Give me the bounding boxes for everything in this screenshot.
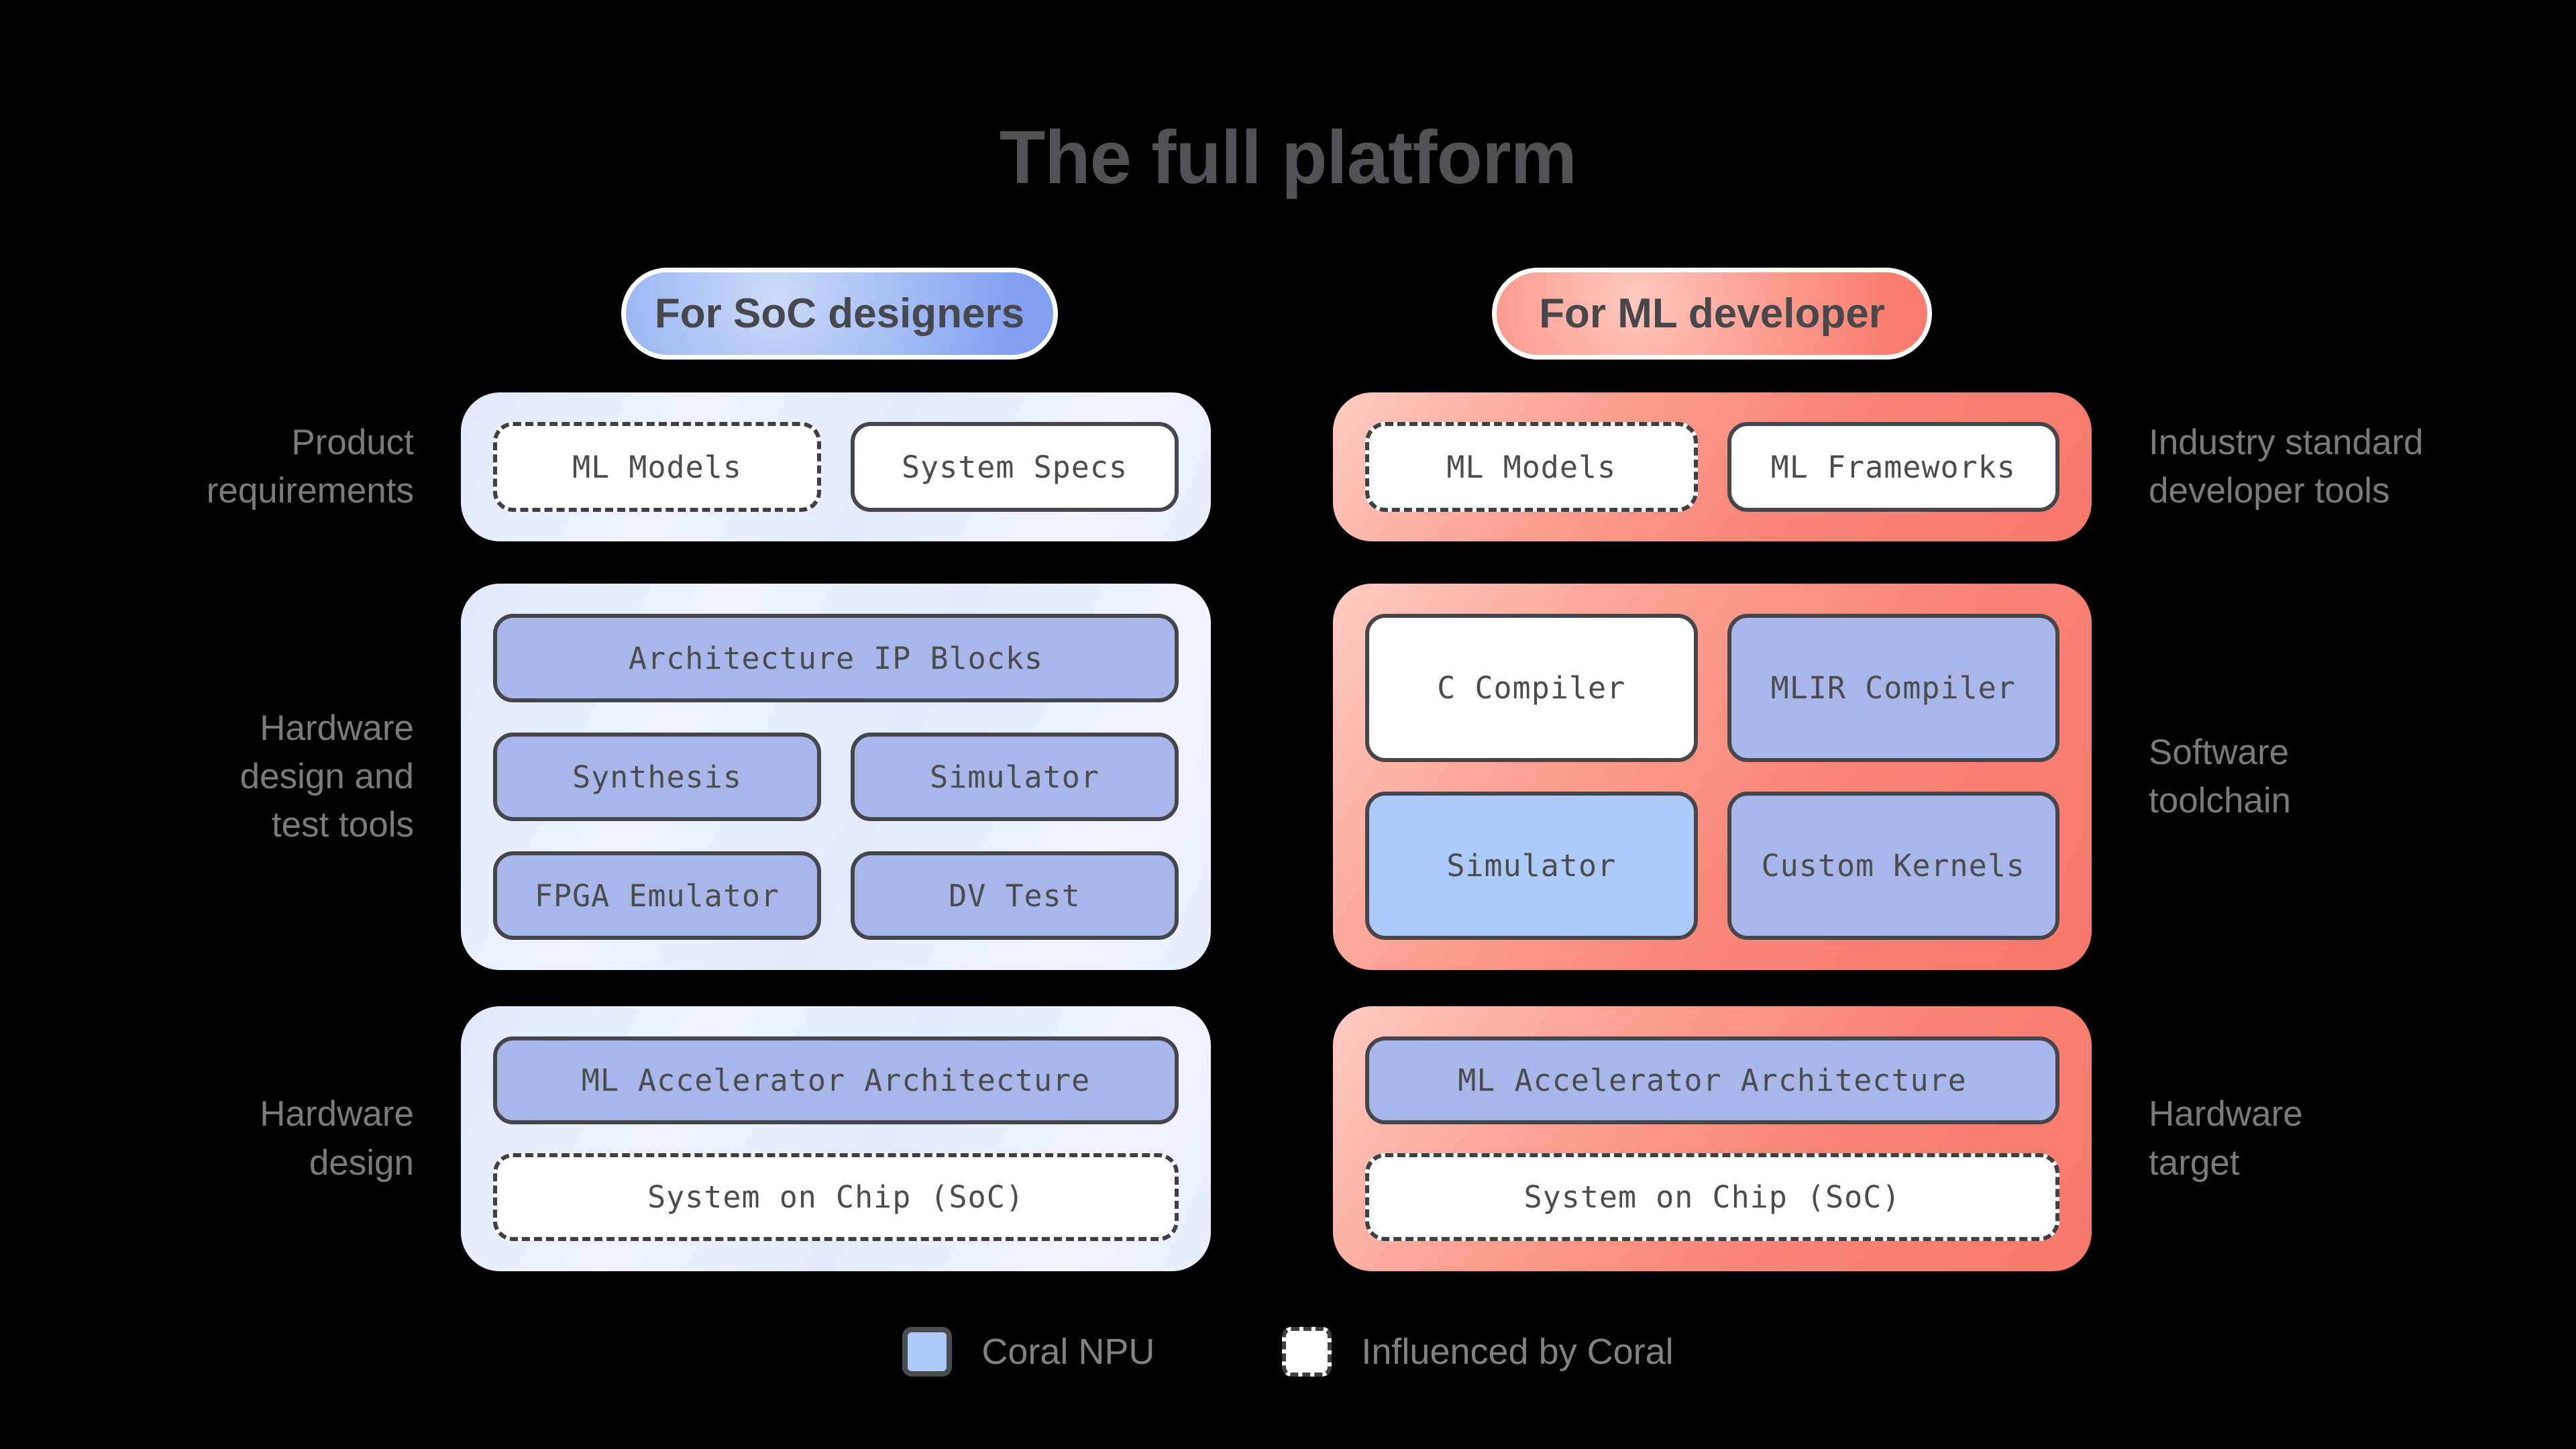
box-soc-designers-fpga-emulator: FPGA Emulator xyxy=(493,851,821,940)
legend-label: Coral NPU xyxy=(981,1332,1155,1372)
legend-item-influenced-by-coral: Influenced by Coral xyxy=(1282,1327,1674,1377)
pill-soc-designers: For SoC designers xyxy=(621,268,1058,360)
panel-industry-standard-developer-tools: ML Models ML Frameworks xyxy=(1333,392,2092,541)
box-ml-developer-mlir-compiler: MLIR Compiler xyxy=(1727,614,2059,762)
box-ml-developer-c-compiler: C Compiler xyxy=(1365,614,1698,762)
legend-label: Influenced by Coral xyxy=(1361,1332,1674,1372)
coral-npu-swatch-icon xyxy=(902,1327,953,1377)
influenced-swatch-icon xyxy=(1282,1327,1332,1377)
box-soc-designers-dv-test: DV Test xyxy=(851,851,1179,940)
box-ml-developer-system-on-chip-soc: System on Chip (SoC) xyxy=(1365,1153,2059,1241)
pill-ml-developer: For ML developer xyxy=(1492,268,1932,360)
legend: Coral NPU Influenced by Coral xyxy=(0,1327,2576,1377)
box-soc-designers-system-on-chip-soc: System on Chip (SoC) xyxy=(493,1153,1179,1241)
box-ml-developer-custom-kernels: Custom Kernels xyxy=(1727,792,2059,940)
box-soc-designers-system-specs: System Specs xyxy=(851,422,1179,512)
box-ml-developer-simulator: Simulator xyxy=(1365,792,1698,940)
page-title: The full platform xyxy=(999,115,1577,199)
legend-item-coral-npu: Coral NPU xyxy=(902,1327,1155,1377)
box-ml-developer-ml-models: ML Models xyxy=(1365,422,1698,512)
box-soc-designers-simulator: Simulator xyxy=(851,733,1179,821)
box-ml-developer-ml-accelerator-architecture: ML Accelerator Architecture xyxy=(1365,1036,2059,1124)
box-soc-designers-architecture-ip-blocks: Architecture IP Blocks xyxy=(493,614,1179,702)
box-soc-designers-ml-accelerator-architecture: ML Accelerator Architecture xyxy=(493,1036,1179,1124)
box-soc-designers-synthesis: Synthesis xyxy=(493,733,821,821)
box-soc-designers-ml-models: ML Models xyxy=(493,422,821,512)
panel-product-requirements: ML Models System Specs xyxy=(461,392,1211,541)
box-ml-developer-ml-frameworks: ML Frameworks xyxy=(1727,422,2059,512)
